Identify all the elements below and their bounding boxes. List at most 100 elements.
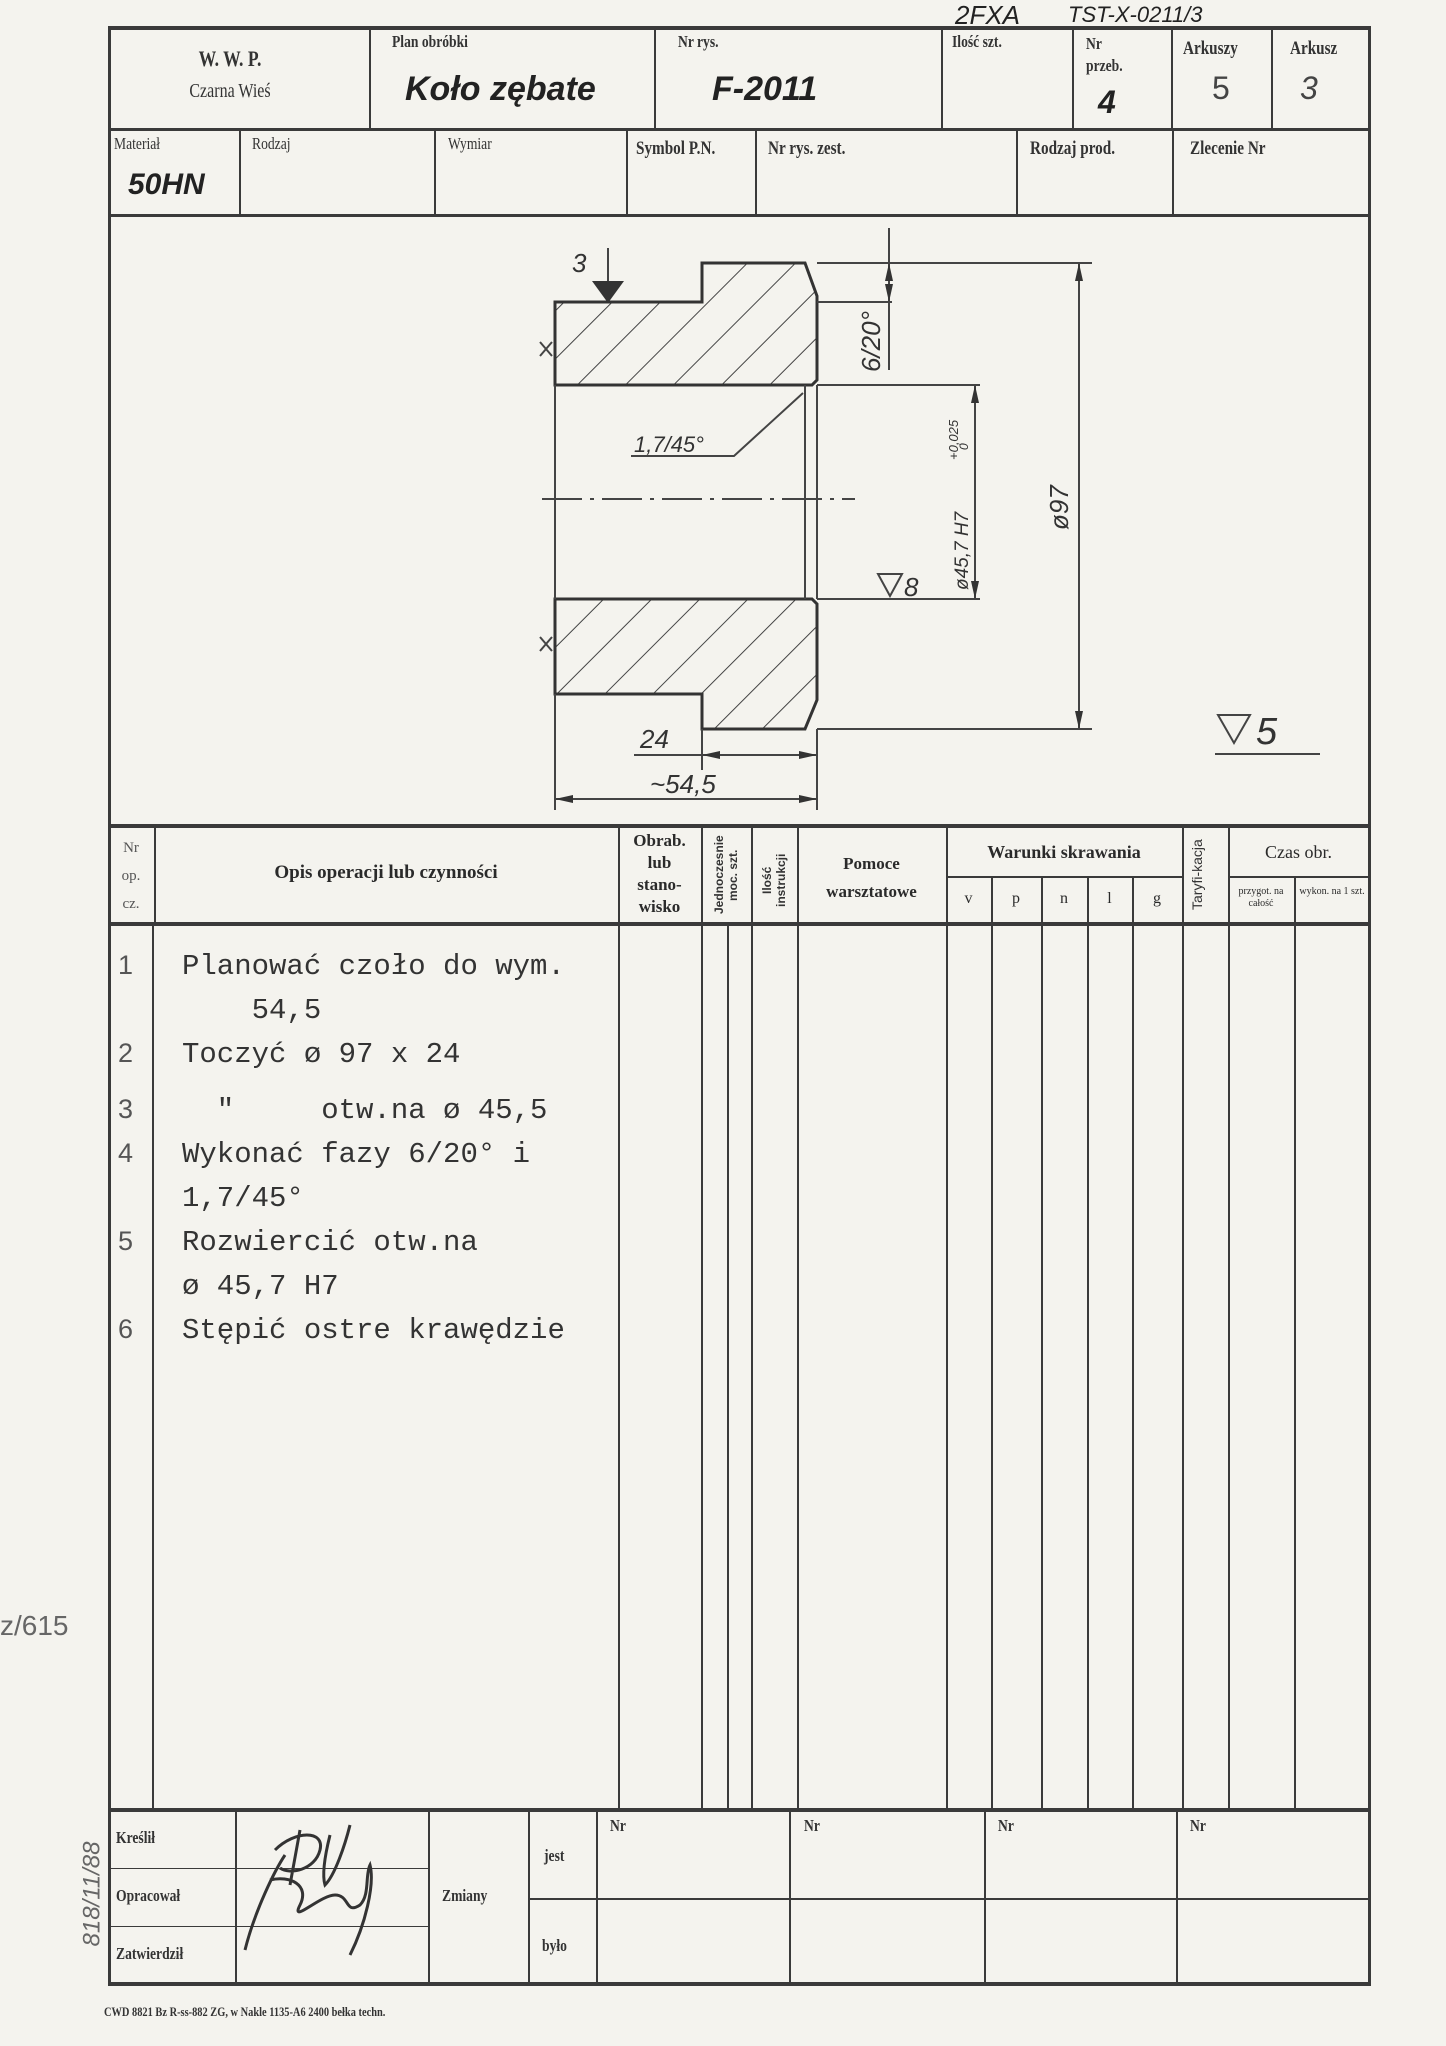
col-station-2: lub bbox=[647, 853, 672, 872]
grid-line bbox=[235, 1926, 428, 1927]
sheets-label: Arkuszy bbox=[1183, 38, 1238, 59]
grid-line bbox=[946, 876, 1182, 878]
operation-text: ø 45,7 H7 bbox=[182, 1270, 339, 1303]
product-type-label: Rodzaj prod. bbox=[1030, 138, 1116, 159]
plan-value: Koło zębate bbox=[405, 70, 596, 108]
pass-label-2: przeb. bbox=[1086, 56, 1123, 75]
leader-inner-chamfer bbox=[631, 392, 804, 457]
drawing-no-value: F-2011 bbox=[712, 70, 818, 108]
company-name: W. W. P. bbox=[198, 46, 262, 71]
drawing-no-label: Nr rys. bbox=[678, 32, 719, 51]
top-code-b: TST-X-0211/3 bbox=[1068, 2, 1203, 27]
grid-line bbox=[727, 924, 729, 1810]
datum-label: 3 bbox=[572, 248, 587, 278]
col-time-prep: przygot. na całość bbox=[1238, 886, 1284, 909]
grid-line bbox=[1171, 26, 1173, 129]
col-aids-2: warsztatowe bbox=[826, 882, 917, 901]
change-nr-1: Nr bbox=[610, 1816, 626, 1835]
grid-line bbox=[701, 824, 703, 924]
grid-line bbox=[1271, 26, 1273, 129]
approved-label: Zatwierdził bbox=[116, 1944, 184, 1963]
grid-line bbox=[1294, 924, 1296, 1810]
grid-line bbox=[1132, 924, 1134, 1810]
col-station-3: stano- bbox=[637, 875, 682, 894]
grid-line bbox=[1294, 876, 1296, 924]
grid-line bbox=[108, 1926, 235, 1927]
changes-label: Zmiany bbox=[442, 1886, 488, 1905]
operation-number: 6 bbox=[118, 1314, 134, 1344]
grid-line bbox=[1176, 1810, 1178, 1984]
outer-chamfer-label: 6/20° bbox=[856, 311, 886, 372]
roughness-bore-value: 8 bbox=[904, 572, 919, 602]
grid-line bbox=[1087, 924, 1089, 1810]
operation-text: Wykonać fazy 6/20° i bbox=[182, 1138, 531, 1171]
dimension-label: Wymiar bbox=[448, 134, 492, 153]
operation-number: 1 bbox=[118, 950, 134, 980]
change-nr-4: Nr bbox=[1190, 1816, 1206, 1835]
total-length-label: ~54,5 bbox=[650, 769, 716, 799]
col-description-header: Opis operacji lub czynności bbox=[274, 862, 498, 883]
x-mark bbox=[539, 341, 553, 652]
grid-line bbox=[108, 1808, 1371, 1812]
col-cutting-header: Warunki skrawania bbox=[987, 842, 1141, 862]
col-time-header: Czas obr. bbox=[1265, 842, 1332, 862]
sheet-value: 3 bbox=[1300, 70, 1318, 106]
grid-line bbox=[108, 26, 1371, 30]
col-simultaneous-header: Jednoczesnie moc. szt. bbox=[712, 835, 740, 915]
grid-line bbox=[108, 26, 111, 1986]
grid-line bbox=[984, 1810, 986, 1984]
bore-label: ø45,7 H7 bbox=[952, 510, 973, 590]
grid-line bbox=[235, 1810, 237, 1984]
plan-label: Plan obróbki bbox=[392, 32, 468, 51]
grid-line bbox=[946, 924, 948, 1810]
grid-line bbox=[1016, 128, 1018, 216]
pass-value: 4 bbox=[1098, 84, 1116, 120]
quantity-label: Ilość szt. bbox=[952, 32, 1002, 51]
company-location: Czarna Wieś bbox=[189, 80, 271, 102]
col-nr-3: cz. bbox=[122, 896, 140, 912]
operation-text: Rozwiercić otw.na bbox=[182, 1226, 478, 1259]
grid-line bbox=[701, 924, 703, 1810]
grid-line bbox=[528, 1810, 530, 1984]
grid-line bbox=[751, 824, 753, 924]
grid-line bbox=[1132, 876, 1134, 924]
grid-line bbox=[1041, 876, 1043, 924]
cutting-param-v: v bbox=[964, 890, 973, 907]
cutting-param-p: p bbox=[1012, 890, 1020, 907]
section-lower bbox=[553, 597, 819, 731]
grid-line bbox=[1172, 128, 1174, 216]
grid-line bbox=[991, 876, 993, 924]
grid-line bbox=[755, 128, 757, 216]
grid-line bbox=[797, 924, 799, 1810]
grid-line bbox=[1072, 26, 1074, 129]
operation-text: " otw.na ø 45,5 bbox=[182, 1094, 548, 1127]
cutting-param-l: l bbox=[1107, 890, 1112, 907]
operation-number: 2 bbox=[118, 1038, 134, 1068]
grid-line bbox=[235, 1868, 428, 1869]
change-nr-2: Nr bbox=[804, 1816, 820, 1835]
step-length-label: 24 bbox=[639, 724, 669, 754]
grid-line bbox=[154, 824, 156, 924]
operation-text: Toczyć ø 97 x 24 bbox=[182, 1038, 461, 1071]
prepared-label: Opracował bbox=[116, 1886, 181, 1905]
grid-line bbox=[626, 128, 628, 216]
section-upper bbox=[553, 261, 819, 387]
grid-line bbox=[946, 824, 948, 924]
side-stamp: z/615 bbox=[0, 1610, 69, 1641]
grid-line bbox=[751, 924, 753, 1810]
grid-line bbox=[1041, 924, 1043, 1810]
operation-number: 3 bbox=[118, 1094, 134, 1124]
grid-line bbox=[991, 924, 993, 1810]
signature-drew bbox=[273, 1824, 352, 1888]
grid-line bbox=[108, 214, 1371, 217]
order-label: Zlecenie Nr bbox=[1190, 138, 1266, 159]
top-code-a: 2FXA bbox=[955, 0, 1021, 30]
type-label: Rodzaj bbox=[252, 134, 291, 153]
signature-prepared bbox=[243, 1854, 373, 1956]
grid-line bbox=[369, 26, 371, 129]
grid-line bbox=[428, 1810, 430, 1984]
assembly-label: Nr rys. zest. bbox=[768, 138, 846, 159]
imprint: CWD 8821 Bz R-ss-882 ZG, w Nakle 1135-A6… bbox=[104, 2004, 386, 2019]
bore-tolerance-upper: +0,025 bbox=[946, 419, 961, 460]
